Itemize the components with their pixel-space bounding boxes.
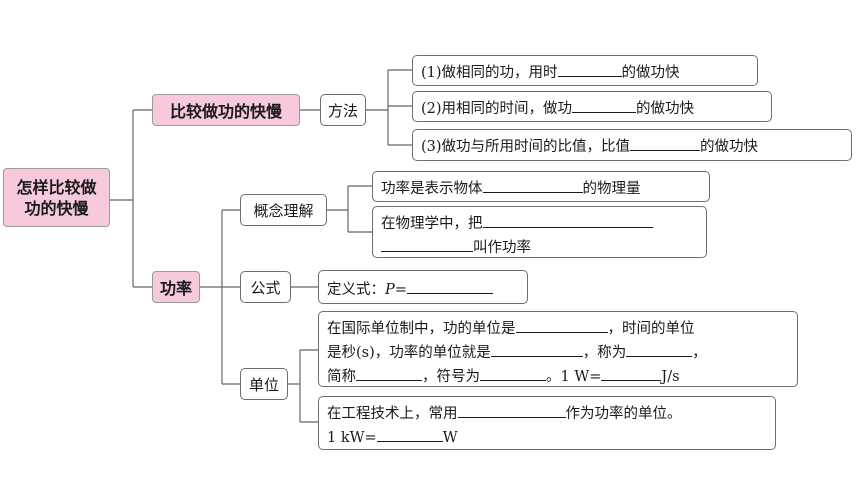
unit-item-2: 在工程技术上，常用 作为功率的单位。 1 kW= W bbox=[318, 396, 776, 450]
unit-node: 单位 bbox=[240, 368, 288, 400]
formula-label: 公式 bbox=[250, 278, 281, 297]
method-label: 方法 bbox=[327, 101, 358, 120]
formula-symbol: P bbox=[385, 282, 395, 298]
method-item-2-before: (2)用相同的时间，做功 bbox=[421, 101, 573, 117]
unit-item-1-l1a: 在国际单位制中，功的单位是 bbox=[327, 321, 516, 337]
blank-9 bbox=[490, 340, 583, 357]
unit-item-1-l3d: J/s bbox=[661, 369, 680, 385]
unit-item-1-l2c: ， bbox=[692, 345, 707, 361]
concept-item-2-before: 在物理学中，把 bbox=[381, 216, 483, 232]
unit-item-1-l3a: 简称 bbox=[327, 369, 356, 385]
blank-11 bbox=[356, 364, 422, 381]
blank-15 bbox=[376, 425, 443, 442]
concept-item-2: 在物理学中，把 叫作功率 bbox=[372, 206, 707, 258]
concept-item-2-after: 叫作功率 bbox=[473, 240, 531, 256]
power-node: 功率 bbox=[152, 271, 200, 303]
concept-item-1-before: 功率是表示物体 bbox=[381, 181, 483, 197]
formula-item: 定义式：P= bbox=[318, 270, 528, 304]
method-item-2-after: 的做功快 bbox=[636, 101, 695, 117]
unit-item-2-l1b: 作为功率的单位。 bbox=[565, 406, 682, 422]
blank-6 bbox=[381, 235, 473, 252]
root-node: 怎样比较做 功的快慢 bbox=[3, 168, 110, 227]
concept-item-1-after: 的物理量 bbox=[582, 181, 641, 197]
blank-7 bbox=[406, 277, 493, 294]
method-item-3: (3)做功与所用时间的比值，比值 的做功快 bbox=[412, 129, 852, 161]
blank-2 bbox=[572, 96, 637, 113]
concept-item-1: 功率是表示物体 的物理量 bbox=[372, 171, 710, 202]
blank-14 bbox=[457, 401, 566, 418]
formula-node: 公式 bbox=[240, 271, 291, 303]
method-item-1-after: 的做功快 bbox=[621, 65, 680, 81]
root-label-line1: 怎样比较做 bbox=[16, 177, 97, 197]
root-label-line2: 功的快慢 bbox=[24, 198, 89, 218]
blank-10 bbox=[626, 340, 693, 357]
blank-12 bbox=[480, 364, 546, 381]
blank-8 bbox=[515, 316, 608, 333]
unit-item-1-l3b: ，符号为 bbox=[422, 369, 480, 385]
concept-node: 概念理解 bbox=[240, 194, 327, 226]
compare-label: 比较做功的快慢 bbox=[169, 102, 282, 121]
unit-item-1-l2a: 是秒(s)，功率的单位就是 bbox=[327, 345, 491, 361]
unit-label: 单位 bbox=[248, 375, 279, 394]
compare-node: 比较做功的快慢 bbox=[152, 94, 300, 126]
method-item-1-before: (1)做相同的功，用时 bbox=[421, 65, 558, 81]
blank-5 bbox=[482, 211, 653, 228]
method-item-1: (1)做相同的功，用时 的做功快 bbox=[412, 55, 758, 86]
method-item-2: (2)用相同的时间，做功 的做功快 bbox=[412, 91, 772, 122]
unit-item-1-l3c: 。1 W= bbox=[546, 369, 602, 385]
method-node: 方法 bbox=[320, 94, 366, 126]
formula-prefix: 定义式： bbox=[327, 282, 385, 298]
unit-item-2-l1a: 在工程技术上，常用 bbox=[327, 406, 458, 422]
formula-equals: = bbox=[394, 282, 407, 298]
unit-item-1: 在国际单位制中，功的单位是 ，时间的单位 是秒(s)，功率的单位就是 ，称为 ， 简称… bbox=[318, 311, 798, 387]
blank-4 bbox=[482, 176, 583, 193]
blank-3 bbox=[630, 134, 701, 151]
unit-item-1-l1b: ，时间的单位 bbox=[607, 321, 695, 337]
power-label: 功率 bbox=[159, 279, 192, 298]
blank-13 bbox=[601, 364, 662, 381]
concept-label: 概念理解 bbox=[253, 201, 314, 220]
blank-1 bbox=[557, 60, 622, 77]
method-item-3-before: (3)做功与所用时间的比值，比值 bbox=[421, 139, 631, 155]
method-item-3-after: 的做功快 bbox=[700, 139, 759, 155]
unit-item-1-l2b: ，称为 bbox=[582, 345, 627, 361]
unit-item-2-l2a: 1 kW= bbox=[327, 430, 377, 446]
unit-item-2-l2b: W bbox=[442, 430, 458, 446]
